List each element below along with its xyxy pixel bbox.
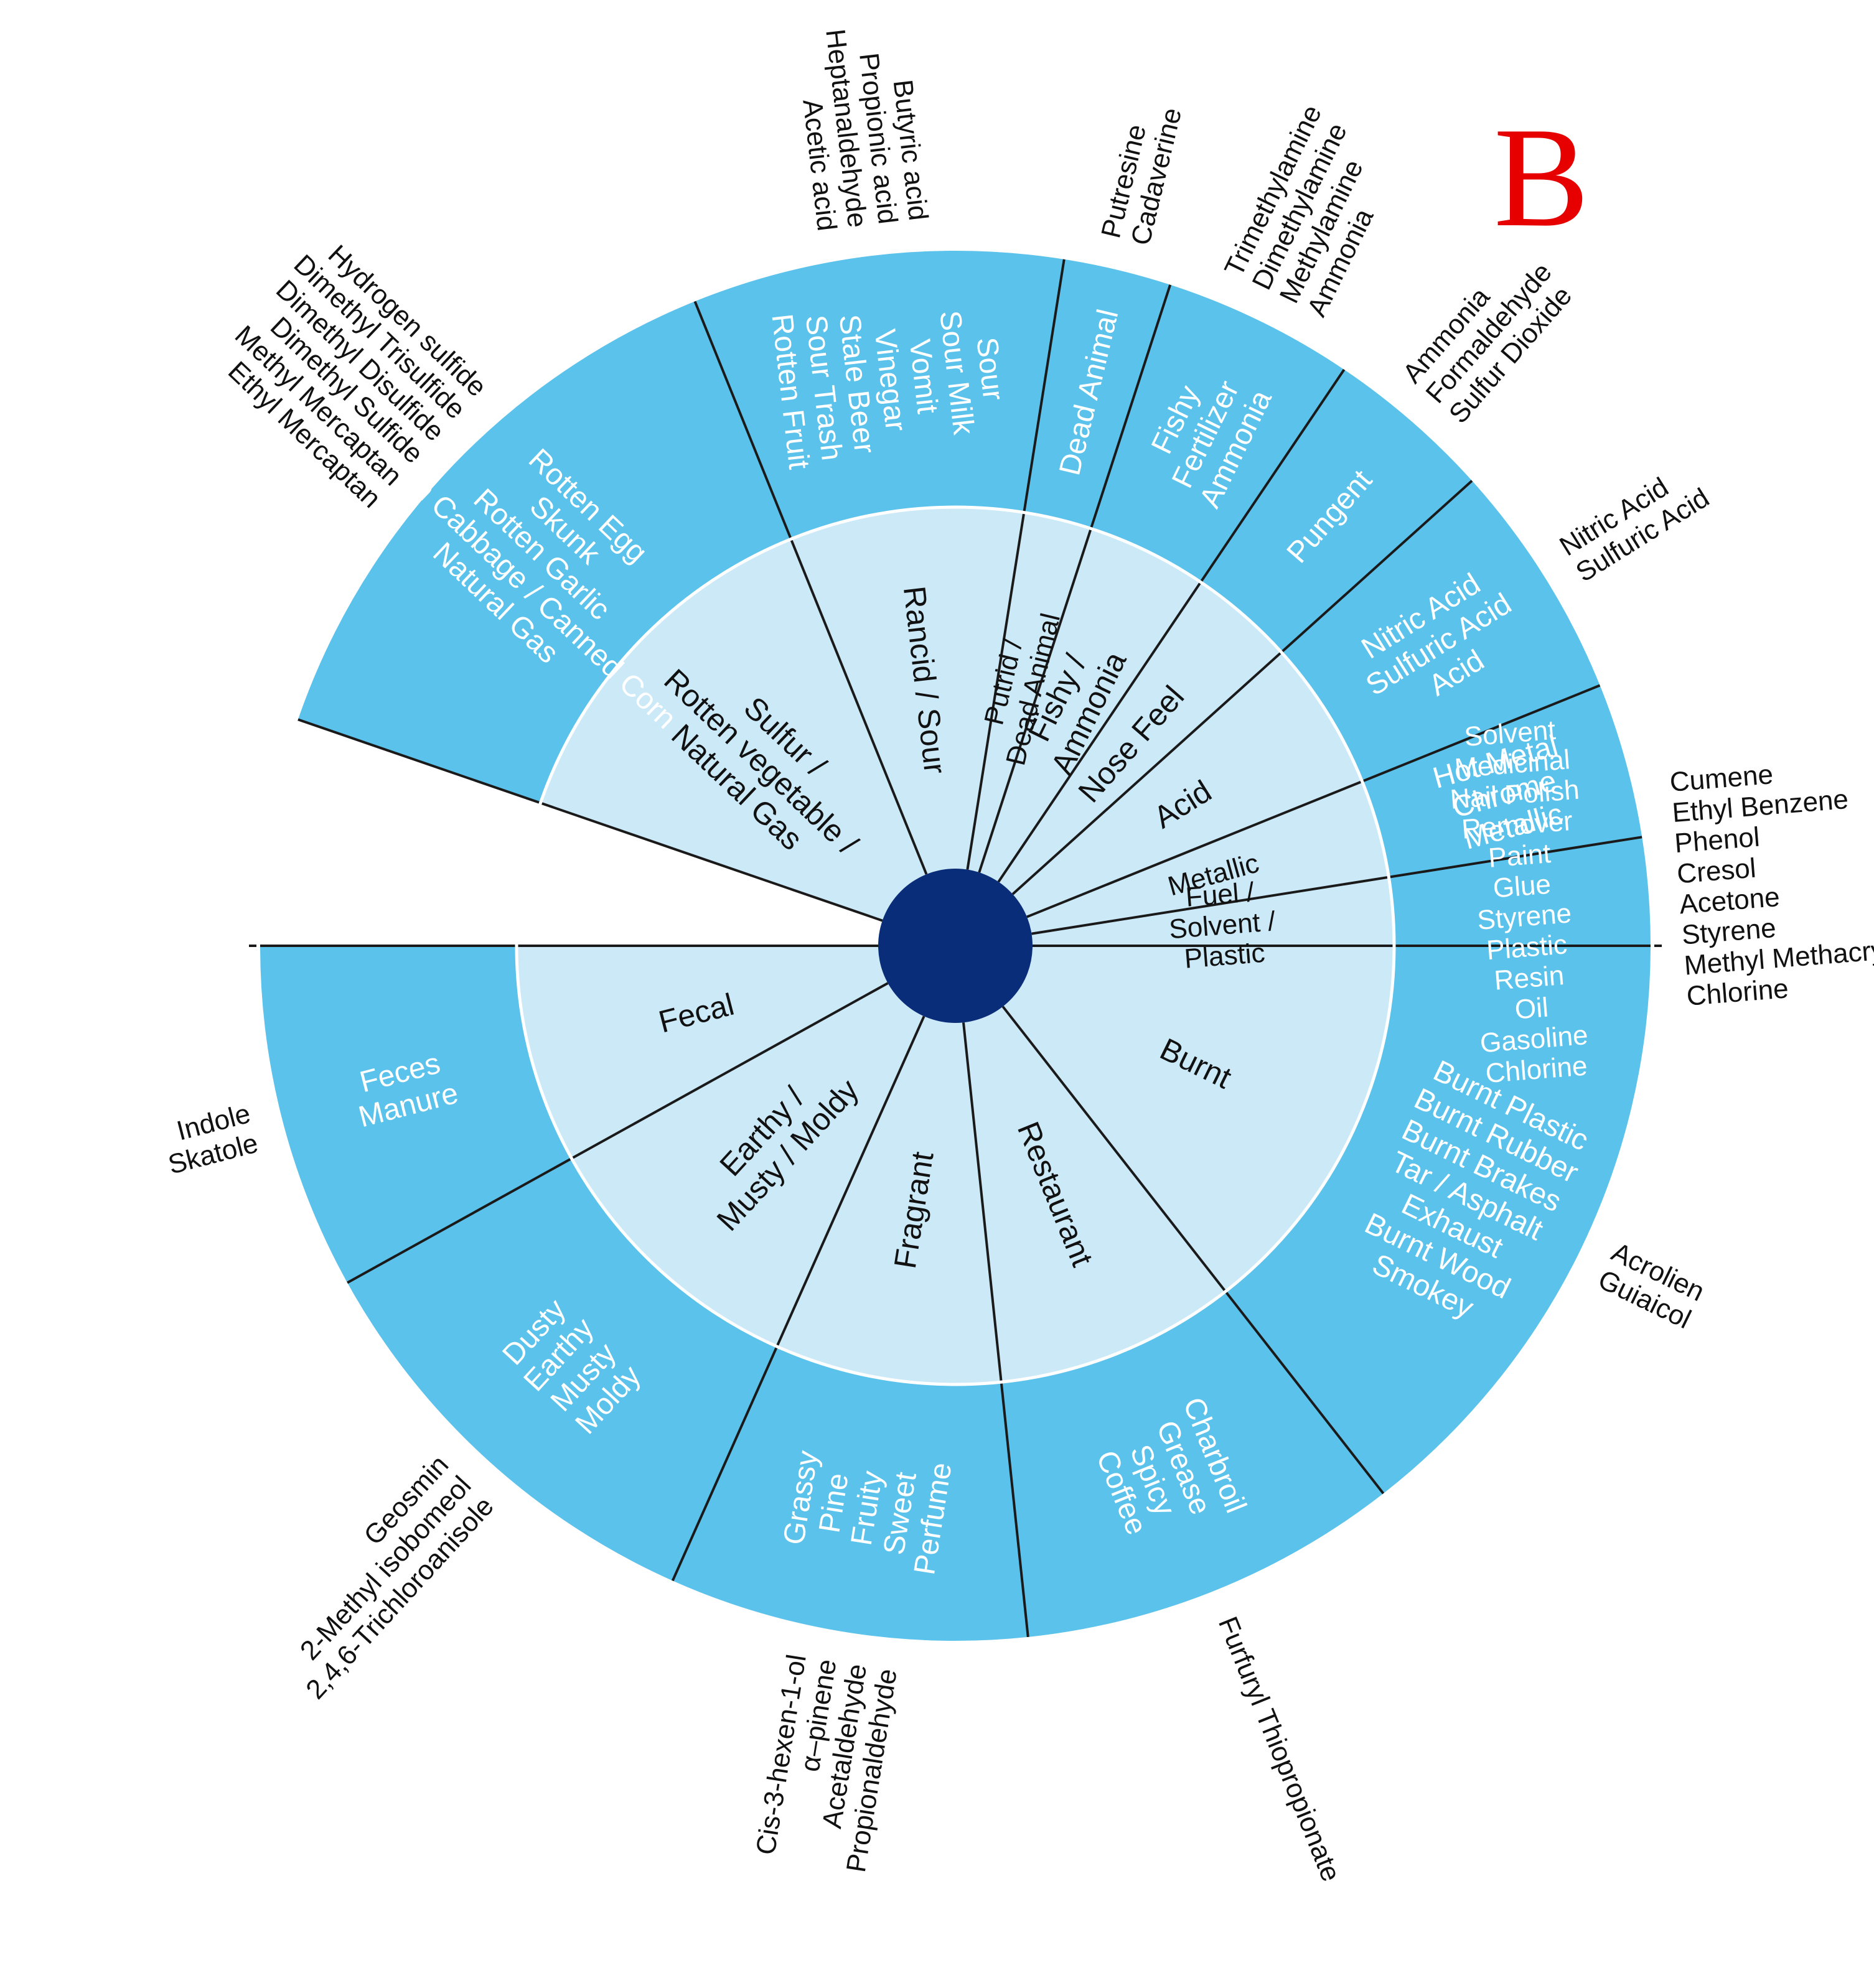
sector-dividers bbox=[249, 247, 1662, 1645]
descriptor-solvent: Solvent bbox=[1463, 715, 1557, 752]
inner-sector-fishy-ammonia bbox=[979, 528, 1201, 882]
inner-sector-restaurant bbox=[963, 1006, 1225, 1383]
compound-furfuryl-thiopropionate: Furfuryl Thiopropionate bbox=[1212, 1612, 1347, 1885]
outer-sector-fecal bbox=[258, 946, 572, 1284]
outer-ring bbox=[258, 249, 1652, 1643]
outer-sector-fishy-ammonia bbox=[1090, 282, 1346, 582]
inner-sector-earthy-musty-moldy bbox=[571, 983, 924, 1346]
outer-sector-acid bbox=[1281, 479, 1602, 782]
outer-sector-metallic bbox=[1362, 684, 1644, 877]
sector-divider bbox=[670, 1015, 925, 1584]
outer-sector-fuel-solvent-plastic bbox=[1389, 836, 1652, 946]
descriptor-resin: Resin bbox=[1493, 960, 1565, 996]
sector-divider bbox=[693, 299, 928, 875]
outer-sector-rancid-sour bbox=[694, 249, 1065, 539]
descriptor-glue: Glue bbox=[1492, 869, 1552, 904]
sector-divider bbox=[1001, 1006, 1386, 1496]
outer-sector-sulfur-rotten-vegetable-natural-gas bbox=[296, 299, 791, 803]
outer-sector-burnt bbox=[1225, 946, 1652, 1495]
descriptor-sour: Sour bbox=[970, 335, 1010, 402]
outer-sector-fragrant bbox=[672, 1346, 1029, 1643]
inner-sector-fecal bbox=[517, 946, 888, 1159]
inner-sector-fuel-solvent-plastic bbox=[1031, 877, 1394, 946]
panel-label: B bbox=[1494, 98, 1590, 256]
inner-sector-metallic bbox=[1027, 781, 1389, 934]
center-hub bbox=[878, 869, 1033, 1023]
inner-sector-putrid-dead-animal bbox=[967, 512, 1091, 873]
inner-sector-burnt bbox=[1003, 946, 1394, 1292]
outer-sector-earthy-musty-moldy bbox=[345, 1158, 777, 1583]
middle-border bbox=[515, 505, 1396, 1386]
category-label-fuel-solvent-plastic: Plastic bbox=[1183, 938, 1266, 974]
inner-sector-sulfur-rotten-vegetable-natural-gas bbox=[540, 539, 927, 921]
sector-divider bbox=[296, 717, 883, 922]
descriptor-styrene: Styrene bbox=[1476, 898, 1573, 936]
outer-sector-nose-feel bbox=[1201, 368, 1474, 653]
sector-divider bbox=[978, 282, 1173, 873]
inner-ring bbox=[517, 507, 1394, 1384]
compound-styrene: Styrene bbox=[1680, 913, 1777, 951]
sector-divider bbox=[1026, 683, 1603, 918]
sector-divider bbox=[1011, 478, 1474, 895]
sector-divider bbox=[345, 982, 889, 1285]
descriptor-plastic: Plastic bbox=[1486, 929, 1568, 966]
compound-phenol: Phenol bbox=[1674, 822, 1761, 859]
inner-sector-acid bbox=[1013, 652, 1362, 917]
inner-sector-rancid-sour bbox=[790, 507, 1024, 874]
sector-divider bbox=[1031, 835, 1644, 935]
sector-divider bbox=[962, 1022, 1030, 1640]
inner-sector-nose-feel bbox=[998, 582, 1281, 894]
outer-border bbox=[256, 247, 1654, 1645]
sector-divider bbox=[997, 367, 1346, 883]
compound-cresol: Cresol bbox=[1676, 853, 1758, 890]
outer-sector-restaurant bbox=[1001, 1291, 1385, 1639]
sector-divider bbox=[966, 257, 1066, 870]
descriptor-oil: Oil bbox=[1514, 992, 1549, 1025]
outer-sector-putrid-dead-animal bbox=[1024, 257, 1171, 529]
inner-sector-fragrant bbox=[777, 1016, 1001, 1384]
descriptor-paint: Paint bbox=[1487, 838, 1552, 874]
category-label-fuel-solvent-plastic: Fuel / bbox=[1184, 877, 1255, 913]
